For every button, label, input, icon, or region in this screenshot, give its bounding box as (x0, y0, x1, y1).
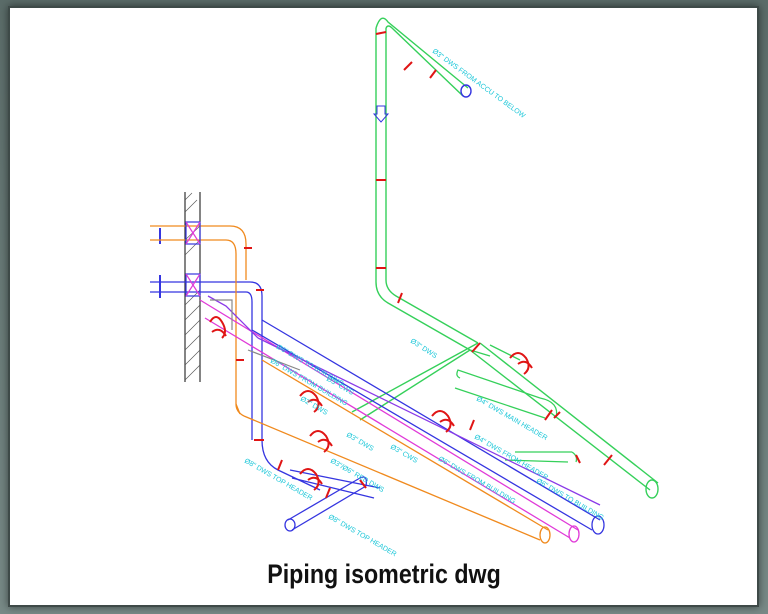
valve-icon (185, 221, 201, 297)
label-dws-cws: Ø3" CWS (389, 444, 419, 465)
label-dws-8-bottom: Ø8" DWS TOP HEADER (327, 514, 397, 559)
label-top-pipe: Ø3" DWS FROM ACCU TO BELOW (431, 48, 527, 120)
drawing-caption: Piping isometric dwg (267, 559, 501, 589)
pipe-right-loop (454, 344, 578, 463)
pipe-labels: Ø3" DWS FROM ACCU TO BELOW Ø3" DWS Ø6" D… (243, 48, 605, 558)
pipe-magenta (199, 299, 580, 543)
pipe-green-riser (351, 17, 659, 499)
flow-arrow-icon (372, 105, 390, 123)
label-return-header: Ø4" DWS FROM HEADER (473, 434, 549, 482)
drawing-sheet (10, 8, 757, 605)
pipe-purple (207, 295, 601, 506)
pipe-joints (375, 31, 613, 466)
label-dws-3-mid: Ø3" DWS (345, 432, 375, 453)
pipe-lower-tee (284, 469, 381, 532)
wall-icon (184, 192, 201, 382)
pipe-orange-header (150, 225, 551, 544)
flange-icon (209, 247, 581, 499)
label-header-b: Ø6" DWS TO BUILDING (535, 478, 605, 522)
label-dws-3-upper: Ø3" DWS (409, 338, 438, 360)
pipe-grey (210, 299, 301, 371)
